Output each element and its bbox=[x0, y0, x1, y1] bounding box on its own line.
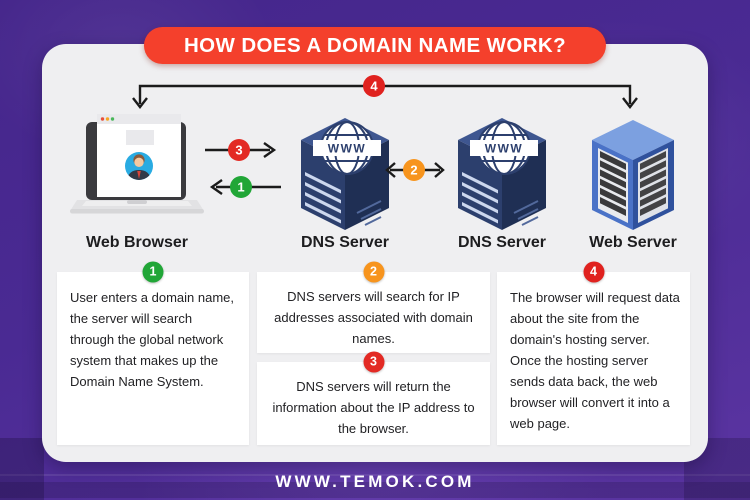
node-label-web-server: Web Server bbox=[589, 234, 677, 251]
step-2-text: DNS servers will search for IP addresses… bbox=[274, 289, 473, 347]
step-4-text: The browser will request data about the … bbox=[510, 290, 680, 432]
dns-server-icon-2: WWW bbox=[458, 114, 546, 235]
web-server-icon bbox=[592, 120, 674, 235]
node-label-web-browser: Web Browser bbox=[86, 234, 188, 251]
www-globe-icon: WWW bbox=[470, 121, 538, 175]
step-4-description-box: The browser will request data about the … bbox=[497, 272, 690, 445]
www-globe-icon: WWW bbox=[313, 121, 381, 175]
step-2-description-box: DNS servers will search for IP addresses… bbox=[257, 272, 490, 353]
node-label-dns-server-1: DNS Server bbox=[300, 234, 390, 251]
step-3-badge: 3 bbox=[363, 351, 384, 373]
step-4-badge: 4 bbox=[583, 261, 604, 283]
step-3-description-box: DNS servers will return the information … bbox=[257, 362, 490, 445]
user-avatar-icon bbox=[125, 152, 153, 180]
web-browser-icon bbox=[70, 114, 204, 219]
dns-server-icon-1: WWW bbox=[301, 114, 389, 235]
globe-www-label: WWW bbox=[328, 142, 366, 156]
globe-www-label: WWW bbox=[485, 142, 523, 156]
page-title: HOW DOES A DOMAIN NAME WORK? bbox=[143, 27, 607, 64]
step-1-description-box: User enters a domain name, the server wi… bbox=[57, 272, 249, 445]
step-1-text: User enters a domain name, the server wi… bbox=[70, 290, 235, 390]
footer-website-url: WWW.TEMOK.COM bbox=[275, 472, 475, 491]
node-label-dns-server-2: DNS Server bbox=[457, 234, 547, 251]
step-3-text: DNS servers will return the information … bbox=[272, 379, 475, 437]
step-1-badge: 1 bbox=[142, 261, 164, 283]
step-2-badge: 2 bbox=[363, 261, 384, 283]
